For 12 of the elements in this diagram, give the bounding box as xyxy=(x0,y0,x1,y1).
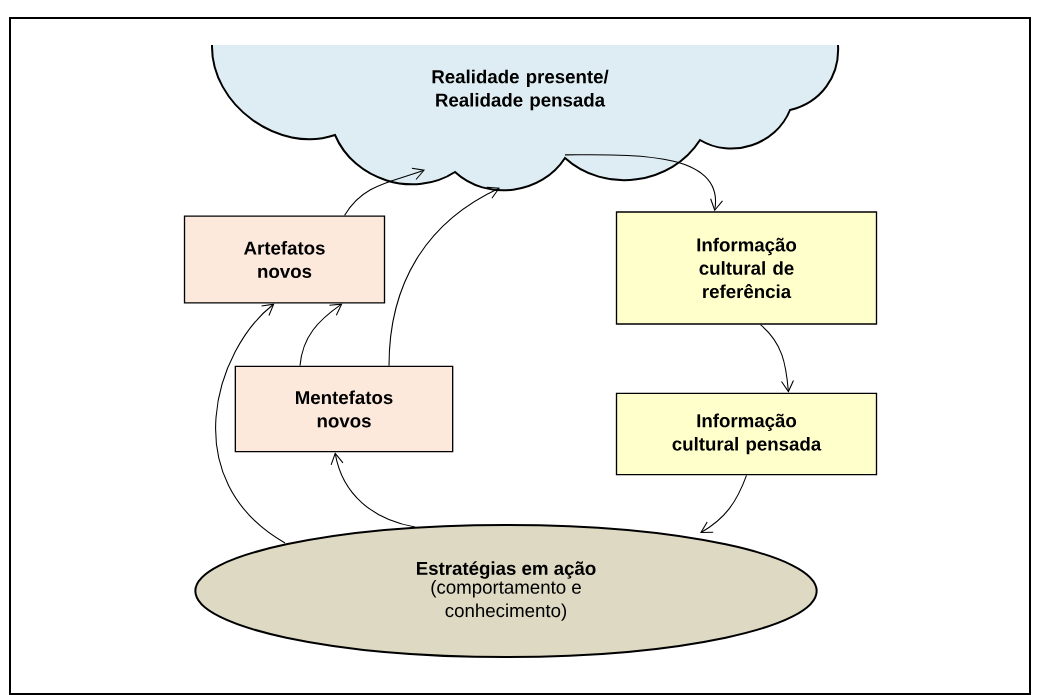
arrow xyxy=(388,186,500,367)
process-box: Artefatos novos xyxy=(183,215,386,304)
arrow xyxy=(759,324,794,393)
arrow xyxy=(343,167,425,217)
arrow xyxy=(215,303,286,544)
process-box: Informação cultural de referência xyxy=(615,211,878,325)
process-box: Mentefatos novos xyxy=(234,365,454,453)
arrow xyxy=(299,303,343,367)
arrow xyxy=(700,474,748,533)
arrow xyxy=(330,452,416,528)
process-box: Informação cultural pensada xyxy=(615,392,878,476)
arrow xyxy=(564,154,723,212)
